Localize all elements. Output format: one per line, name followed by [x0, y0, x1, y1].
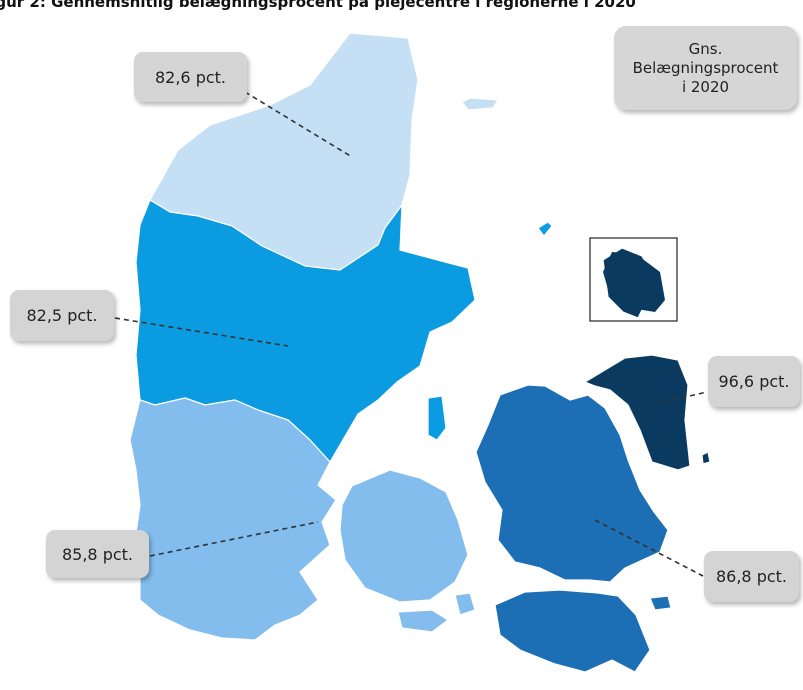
label-sjaelland-text: 86,8 pct.	[715, 567, 788, 586]
region-midtjylland	[135, 199, 553, 463]
region-hovedstaden-bornholm	[603, 252, 665, 312]
legend-line-3: i 2020	[681, 77, 730, 96]
leader-lines	[114, 91, 708, 577]
label-hovedstaden: 96,6 pct.	[708, 356, 800, 407]
legend-line-2: Belægningsprocent	[632, 58, 779, 77]
leader-sjaelland	[594, 519, 704, 577]
legend-line-1: Gns.	[688, 39, 723, 58]
label-sjaelland: 86,8 pct.	[704, 551, 799, 602]
region-syddanmark	[129, 397, 476, 641]
legend-box: Gns. Belægningsprocent i 2020	[614, 26, 797, 110]
leader-nordjylland	[244, 91, 353, 158]
leader-midtjylland	[114, 317, 289, 347]
label-midtjylland-text: 82,5 pct.	[26, 306, 98, 325]
label-nordjylland: 82,6 pct.	[134, 52, 247, 102]
label-hovedstaden-text: 96,6 pct.	[718, 372, 790, 391]
label-syddanmark: 85,8 pct.	[46, 530, 149, 578]
label-nordjylland-text: 82,6 pct.	[154, 67, 227, 87]
figure-title: Figur 2: Gennemsnitlig belægningsprocent…	[0, 0, 636, 11]
leader-syddanmark	[149, 521, 319, 557]
label-midtjylland: 82,5 pct.	[10, 290, 114, 341]
label-syddanmark-text: 85,8 pct.	[61, 544, 134, 564]
